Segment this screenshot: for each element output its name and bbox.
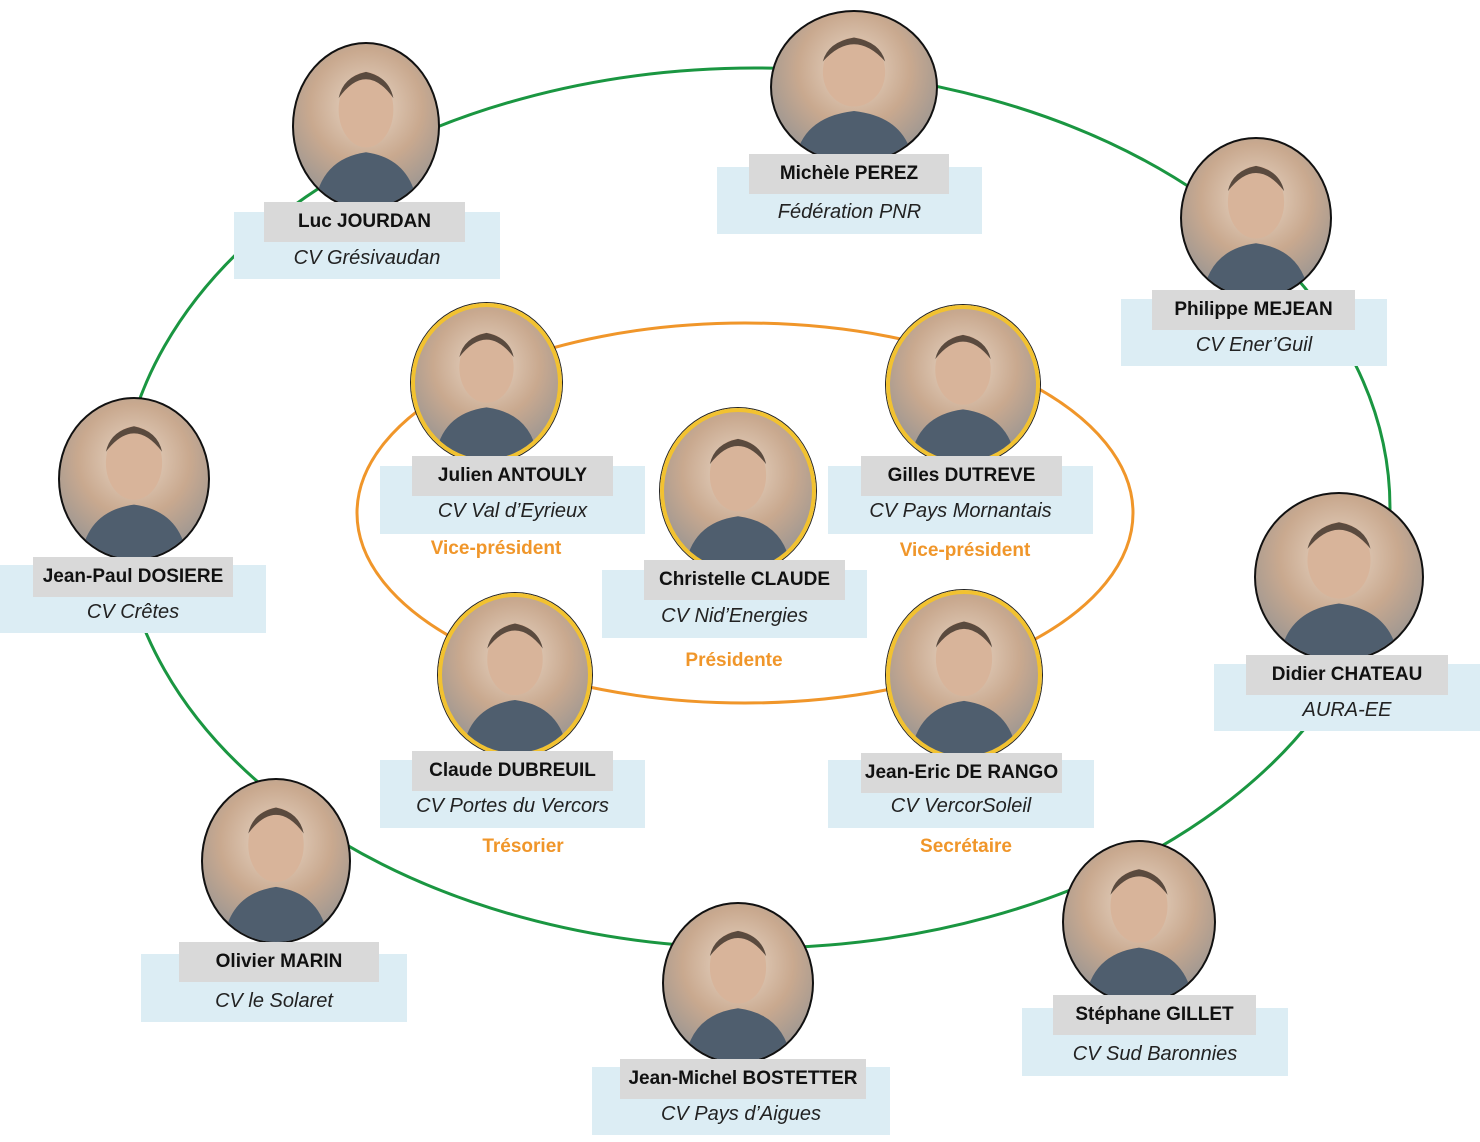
member-name: Gilles DUTREVE xyxy=(861,456,1062,496)
member-role: Présidente xyxy=(685,650,783,671)
member-role: Vice-président xyxy=(899,540,1031,561)
member-organization: CV le Solaret xyxy=(215,990,333,1012)
member-organization: CV Val d’Eyrieux xyxy=(437,500,588,522)
member-name: Philippe MEJEAN xyxy=(1152,290,1355,330)
portrait-photo xyxy=(886,305,1040,465)
person-silhouette-icon xyxy=(435,332,538,459)
portrait-photo xyxy=(886,590,1042,760)
person-silhouette-icon xyxy=(462,623,568,753)
portrait-photo xyxy=(1180,137,1332,299)
member-name: Olivier MARIN xyxy=(179,942,379,982)
member-organization: CV VercorSoleil xyxy=(890,795,1032,817)
member-organization: CV Portes du Vercors xyxy=(416,795,609,817)
member-organization: CV Crêtes xyxy=(86,601,180,623)
member-name: Julien ANTOULY xyxy=(412,456,613,496)
member-organization: CV Nid’Energies xyxy=(661,605,808,627)
person-silhouette-icon xyxy=(1085,869,1193,1002)
member-role: Trésorier xyxy=(482,836,564,857)
member-organization: CV Pays Mornantais xyxy=(869,500,1052,522)
portrait-photo xyxy=(58,397,210,561)
member-organization: CV Ener’Guil xyxy=(1195,334,1313,356)
member-name: Jean-Paul DOSIERE xyxy=(33,557,233,597)
member-organization: Fédération PNR xyxy=(777,201,922,223)
inner-ring xyxy=(355,321,1135,705)
portrait-photo xyxy=(292,42,440,210)
portrait-photo xyxy=(1254,492,1424,662)
member-name: Didier CHATEAU xyxy=(1246,655,1448,695)
portrait-photo xyxy=(1062,840,1216,1004)
person-silhouette-icon xyxy=(1202,165,1310,297)
member-name: Michèle PEREZ xyxy=(749,154,949,194)
person-silhouette-icon xyxy=(684,438,792,570)
member-name: Jean-Eric DE RANGO xyxy=(861,753,1062,793)
member-organization: AURA-EE xyxy=(1302,699,1392,721)
member-role: Secrétaire xyxy=(920,836,1012,857)
member-organization: CV Pays d’Aigues xyxy=(660,1103,822,1125)
member-name: Claude DUBREUIL xyxy=(412,751,613,791)
member-organization: CV Grésivaudan xyxy=(293,247,441,269)
member-organization: CV Sud Baronnies xyxy=(1072,1043,1238,1065)
person-silhouette-icon xyxy=(910,621,1018,756)
member-name: Stéphane GILLET xyxy=(1053,995,1256,1035)
portrait-photo xyxy=(411,303,562,463)
person-silhouette-icon xyxy=(314,71,418,208)
member-name: Luc JOURDAN xyxy=(264,202,465,242)
person-silhouette-icon xyxy=(1279,522,1399,660)
portrait-photo xyxy=(438,593,592,757)
portrait-photo xyxy=(660,408,816,574)
person-silhouette-icon xyxy=(910,334,1016,461)
person-silhouette-icon xyxy=(684,930,792,1062)
portrait-photo xyxy=(662,902,814,1064)
person-silhouette-icon xyxy=(223,807,329,942)
person-silhouette-icon xyxy=(80,426,188,559)
portrait-photo xyxy=(201,778,351,944)
portrait-photo xyxy=(770,10,938,164)
member-name: Christelle CLAUDE xyxy=(644,560,845,600)
person-silhouette-icon xyxy=(794,37,914,162)
member-name: Jean-Michel BOSTETTER xyxy=(620,1059,866,1099)
member-role: Vice-président xyxy=(430,538,562,559)
